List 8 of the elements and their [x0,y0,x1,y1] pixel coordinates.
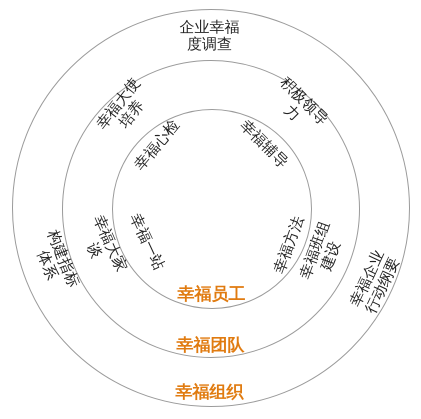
ring-label: 幸福大使培养 [92,74,148,134]
ring-title: 幸福团队 [176,337,244,354]
ring-label: 幸福企业行动纲要 [346,247,403,316]
ring-label: 构建指标体系 [32,227,82,292]
ring-title: 幸福员工 [178,286,246,303]
ring-label: 企业幸福度调查 [180,18,240,52]
ring-title: 幸福组织 [176,384,244,401]
circle-ring [12,9,410,407]
